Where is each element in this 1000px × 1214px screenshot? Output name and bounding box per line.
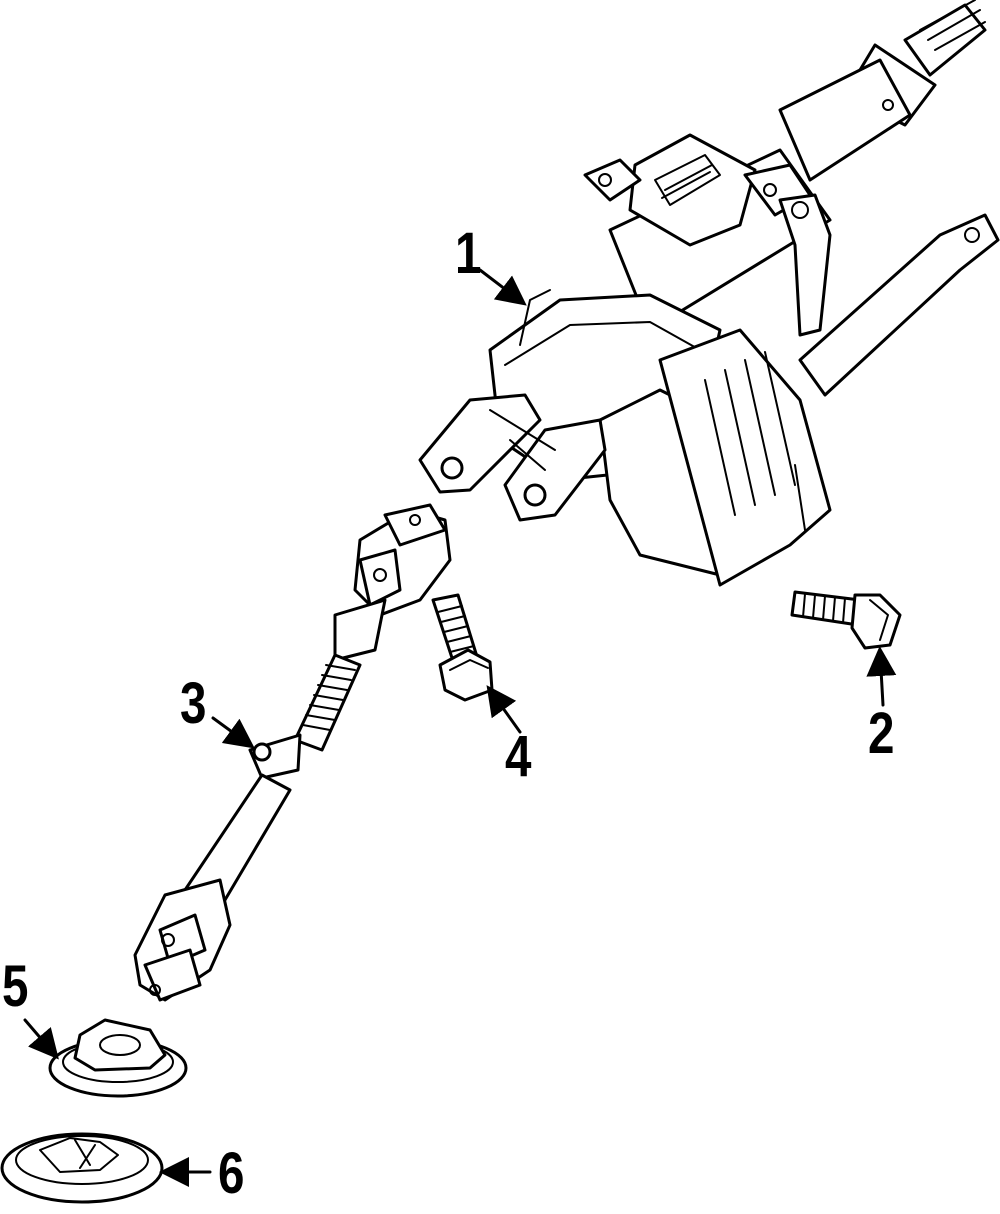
boot-5 bbox=[48, 1018, 188, 1098]
callout-2: 2 bbox=[868, 701, 895, 766]
intermediate-shaft bbox=[133, 503, 452, 1002]
callout-3: 3 bbox=[180, 671, 207, 736]
seal-6 bbox=[0, 1132, 164, 1204]
callout-6: 6 bbox=[218, 1141, 245, 1206]
callout-5: 5 bbox=[2, 954, 29, 1019]
leader-4 bbox=[486, 685, 522, 734]
bolt-2 bbox=[790, 590, 902, 650]
leader-lines bbox=[23, 268, 897, 1187]
leader-2 bbox=[866, 646, 897, 707]
callout-1: 1 bbox=[455, 221, 482, 286]
leader-3 bbox=[211, 716, 255, 749]
callout-4: 4 bbox=[505, 724, 532, 789]
leader-1 bbox=[478, 268, 527, 306]
bolt-4 bbox=[431, 593, 494, 702]
steering-column-assembly bbox=[418, 0, 1000, 587]
leader-5 bbox=[23, 1018, 59, 1060]
